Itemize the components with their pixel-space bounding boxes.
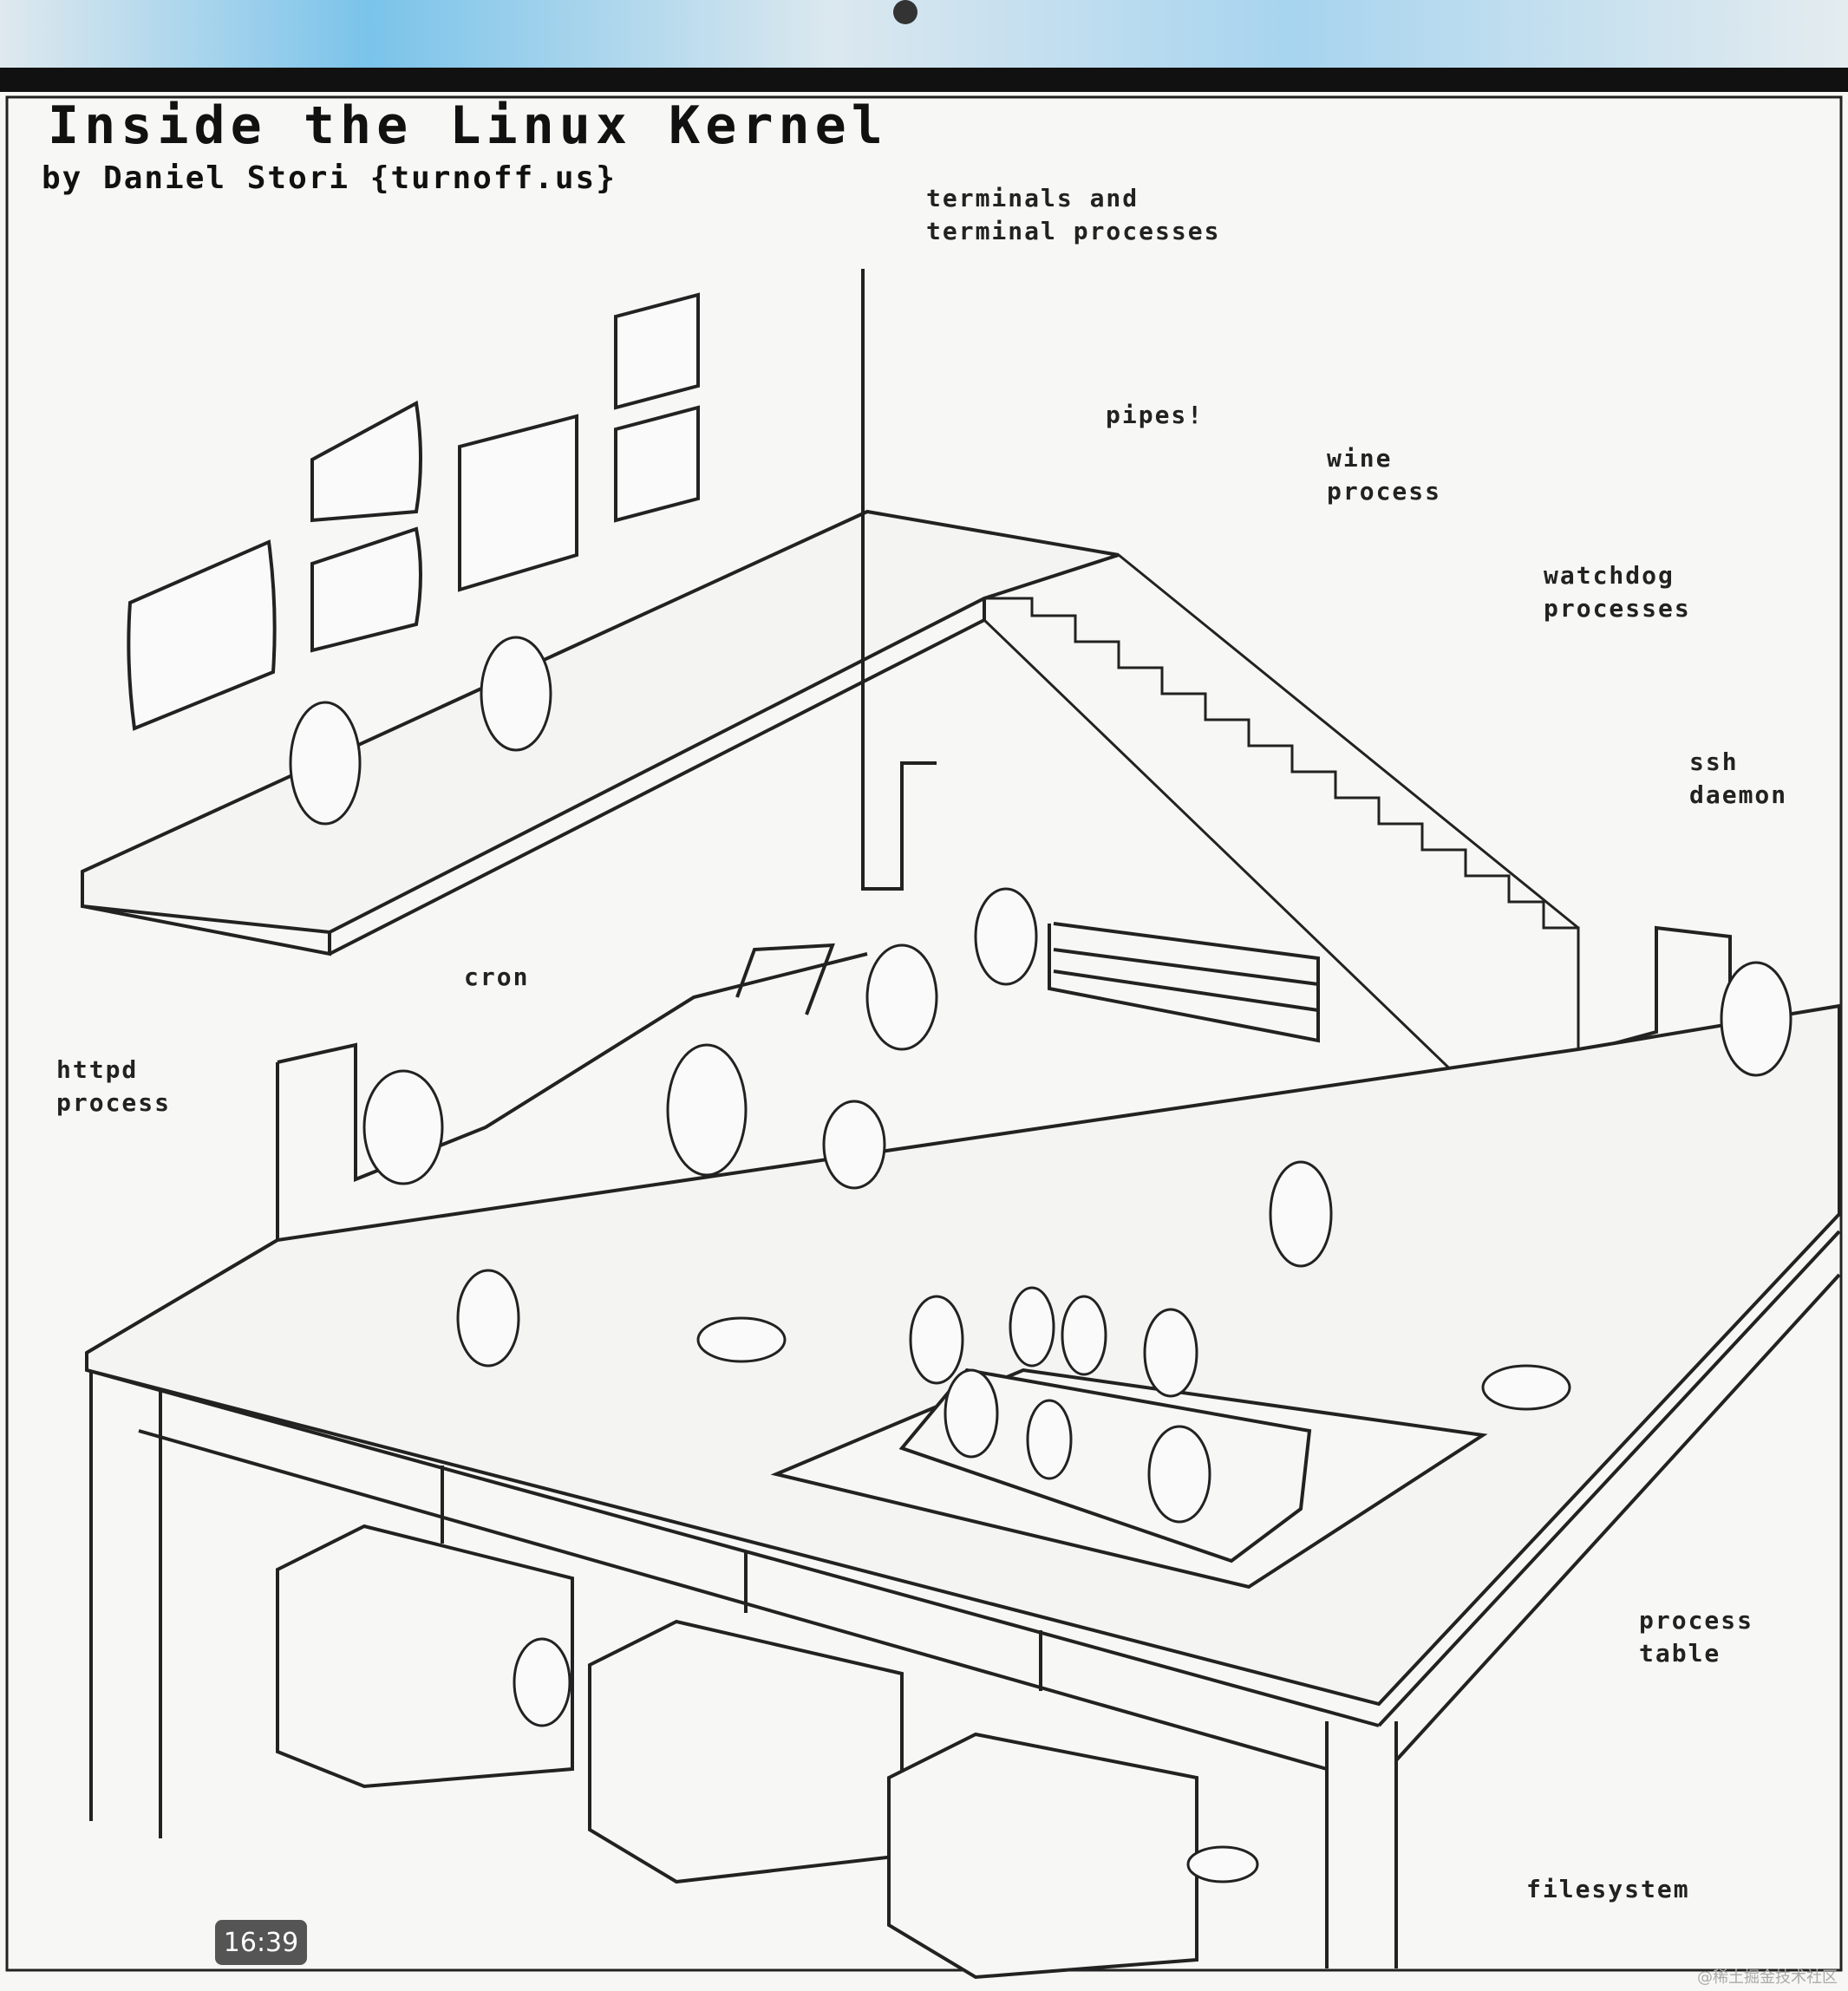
monitor-bezel (0, 68, 1848, 94)
background-wallpaper (0, 0, 1848, 69)
label-filesystem: filesystem (1526, 1875, 1690, 1903)
label-process-table: process table (1639, 1606, 1754, 1668)
comic-title: Inside the Linux Kernel (48, 95, 888, 156)
label-watchdog-processes: watchdog processes (1544, 561, 1691, 623)
watermark: @稀土掘金技术社区 (1697, 1968, 1838, 1987)
label-wine-process: wine process (1327, 444, 1442, 506)
clock-badge: 16:39 (215, 1920, 307, 1965)
comic-byline: by Daniel Stori {turnoff.us} (42, 160, 617, 196)
label-pipes: pipes! (1106, 401, 1205, 429)
camera-icon (893, 0, 917, 24)
label-terminals: terminals and terminal processes (926, 184, 1221, 245)
label-httpd-process: httpd process (56, 1055, 172, 1117)
label-cron: cron (464, 963, 530, 991)
label-ssh-daemon: ssh daemon (1689, 747, 1788, 809)
